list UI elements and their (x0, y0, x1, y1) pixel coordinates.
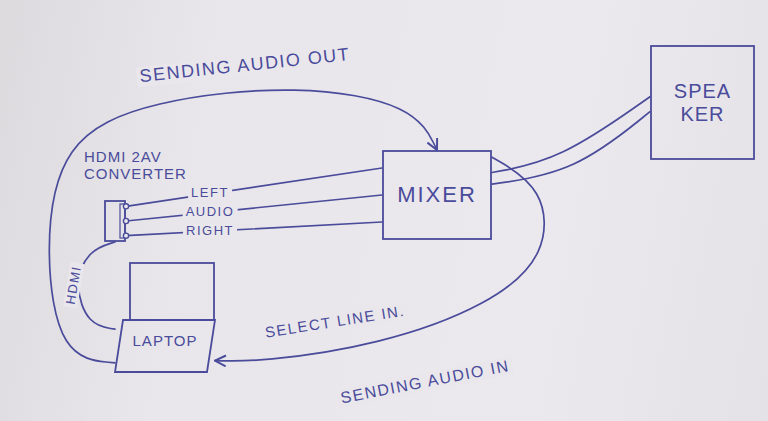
laptop-base (115, 320, 215, 372)
connector (492, 97, 650, 173)
jack-socket (123, 204, 128, 209)
connector (79, 242, 115, 329)
device-box: SPEA KER (650, 45, 755, 160)
box-outline (383, 151, 491, 239)
connector (492, 112, 650, 185)
converter-box: HDMI 2AV CONVERTER (104, 200, 126, 242)
node-text: LAPTOP (123, 332, 207, 349)
laptop-screen (130, 263, 214, 320)
node-text: SPEA KER (672, 80, 734, 126)
jack-socket (123, 218, 128, 223)
connector (126, 222, 382, 236)
node-outline (115, 262, 215, 374)
connector-label: RIGHT (183, 224, 237, 238)
box-outline (651, 46, 754, 159)
connector-label: SENDING AUDIO OUT (136, 45, 354, 87)
converter-outline (105, 201, 125, 241)
connector-label: HDMI (63, 261, 85, 308)
connector (215, 157, 544, 361)
connector (49, 90, 437, 363)
laptop-device: LAPTOP (115, 262, 215, 374)
connector (126, 195, 382, 221)
connector-group (49, 90, 650, 363)
node-text: MIXER (397, 182, 477, 207)
device-box: MIXER (382, 150, 492, 240)
jack-socket (123, 233, 128, 238)
node-text: HDMI 2AV CONVERTER (84, 148, 184, 183)
connector-label: SENDING AUDIO IN (336, 356, 514, 407)
node-outline (104, 200, 126, 242)
connector-label: AUDIO (183, 205, 238, 219)
connector-label: LEFT (188, 186, 232, 200)
note-label: SELECT LINE IN. (261, 302, 409, 341)
